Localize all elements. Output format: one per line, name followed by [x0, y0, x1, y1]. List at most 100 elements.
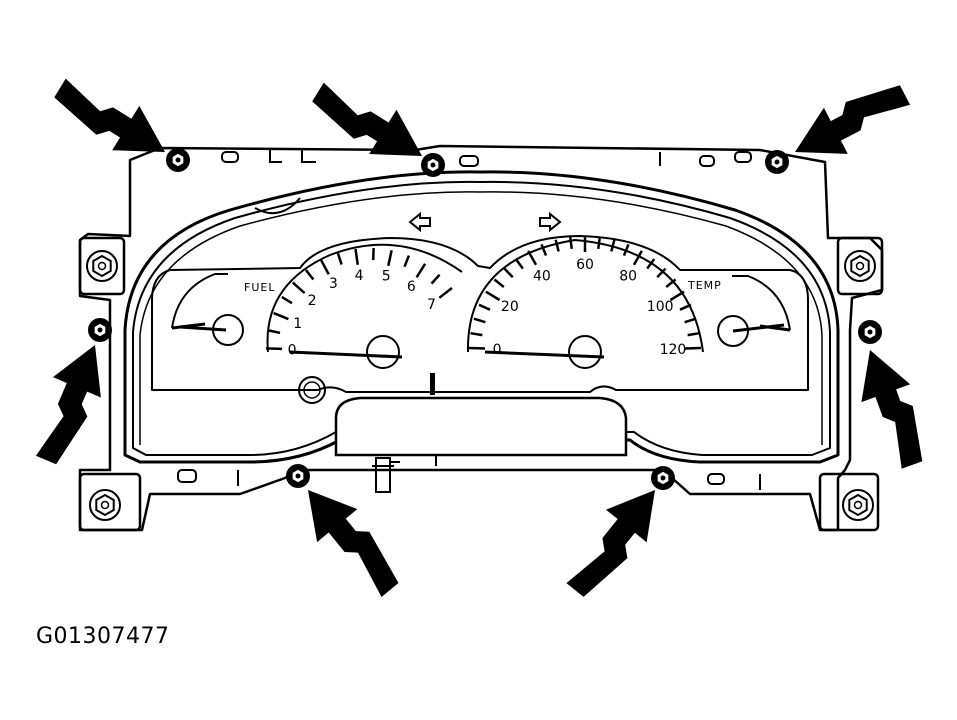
speed-tick — [514, 258, 524, 270]
tach-tick — [273, 311, 289, 321]
right-turn-indicator-icon — [539, 211, 562, 233]
trip-reset-knob — [298, 376, 326, 404]
tach-tick-label: 3 — [329, 276, 338, 292]
speed-tick-label: 80 — [619, 268, 637, 284]
speed-tick — [632, 250, 643, 266]
tach-labels: 0 123 4 567 — [288, 268, 436, 359]
tach-tick — [415, 263, 427, 279]
wire-connector — [372, 456, 437, 493]
temp-label: TEMP — [687, 279, 722, 292]
speed-tick — [540, 243, 548, 257]
tach-tick — [430, 273, 441, 285]
tach-tick — [336, 252, 343, 265]
tachometer: 0 123 4 567 — [266, 243, 463, 369]
callout-arrow-icon — [54, 78, 165, 152]
center-stem — [430, 373, 435, 395]
tach-tick — [266, 347, 283, 351]
speed-tick — [646, 258, 656, 270]
callout-arrow-icon — [308, 490, 399, 597]
speed-tick — [473, 317, 486, 324]
speed-tick — [478, 303, 491, 311]
tach-tick-label: 5 — [382, 269, 391, 285]
hex-bolt-icon — [858, 320, 882, 344]
hex-bolt-icon — [286, 464, 310, 488]
speed-tick — [665, 278, 677, 288]
speed-tick — [485, 290, 501, 302]
speedometer: 0 20 40 60 80 100 120 — [466, 236, 704, 369]
speed-tick — [554, 239, 560, 252]
callout-arrow-icon — [795, 85, 911, 154]
tach-needle — [289, 350, 403, 359]
ear-bolt-icon — [89, 489, 121, 521]
tach-tick-label: 2 — [308, 293, 317, 309]
tach-tick-label: 6 — [407, 279, 416, 295]
speed-tick — [493, 278, 505, 288]
speed-labels: 0 20 40 60 80 100 120 — [493, 257, 687, 358]
speed-tick — [684, 346, 701, 350]
speed-tick-label: 120 — [660, 342, 687, 358]
mounting-plate — [78, 144, 884, 532]
ear-bolt-icon — [844, 250, 876, 282]
speed-tick — [568, 236, 573, 250]
tach-tick-label: 0 — [288, 342, 297, 358]
tach-tick — [291, 281, 306, 295]
turn-signal-indicators — [408, 211, 562, 233]
temp-gauge: TEMP — [687, 275, 791, 347]
speed-tick-label: 40 — [533, 268, 551, 284]
hex-bolt-icon — [88, 318, 112, 342]
gauge-face-panel — [151, 235, 809, 393]
left-turn-indicator-icon — [408, 211, 431, 233]
hex-bolt-icon — [421, 153, 445, 177]
speed-tick-label: 20 — [501, 299, 519, 315]
tach-tick — [281, 295, 293, 305]
speed-tick — [669, 290, 685, 302]
speed-tick — [470, 331, 483, 337]
right-lower-ear — [818, 472, 880, 532]
hex-bolt-icon — [166, 148, 190, 172]
message-center-display — [334, 396, 628, 457]
callout-arrow-icon — [312, 82, 422, 156]
tach-tick — [387, 250, 393, 267]
callout-arrow-icon — [861, 350, 923, 469]
inner-bezel — [132, 180, 831, 456]
speed-tick — [527, 250, 538, 266]
callout-arrow-icon — [35, 345, 101, 465]
tach-tick — [354, 248, 359, 266]
speed-tick — [469, 346, 486, 350]
speed-tick — [656, 267, 667, 279]
speed-tick — [687, 331, 700, 337]
speed-tick — [597, 236, 602, 250]
tach-tick — [304, 269, 315, 281]
callout-arrow-icon — [566, 490, 655, 597]
speed-tick-label: 60 — [576, 257, 594, 273]
tach-ticks — [266, 248, 453, 351]
left-upper-ear — [78, 236, 126, 296]
outer-bezel — [123, 170, 840, 464]
hex-bolt-icon — [651, 466, 675, 490]
tach-tick — [268, 329, 281, 335]
speed-tick — [503, 267, 514, 279]
speed-tick — [610, 239, 616, 252]
speed-needle — [484, 350, 605, 359]
ear-bolt-icon — [86, 250, 118, 282]
speed-tick-label: 100 — [647, 299, 674, 315]
left-lower-ear — [78, 472, 142, 532]
tach-tick-label: 7 — [427, 297, 436, 313]
tach-tick-label: 1 — [293, 316, 302, 332]
speed-ticks — [469, 236, 701, 350]
right-upper-ear — [836, 236, 884, 296]
bezel-lip — [139, 191, 823, 445]
hex-bolt-icon — [765, 150, 789, 174]
speed-tick-label: 0 — [493, 342, 502, 358]
plate-slots — [177, 150, 761, 490]
fuel-label: FUEL — [244, 281, 275, 294]
speed-tick — [684, 317, 697, 324]
ear-bolt-icon — [842, 489, 874, 521]
tach-tick — [320, 259, 330, 275]
lens-reflection — [254, 197, 301, 215]
tach-tick-label: 4 — [355, 268, 364, 284]
tach-tick — [438, 286, 453, 299]
figure-code: G01307477 — [36, 624, 170, 649]
speed-tick — [622, 243, 630, 257]
